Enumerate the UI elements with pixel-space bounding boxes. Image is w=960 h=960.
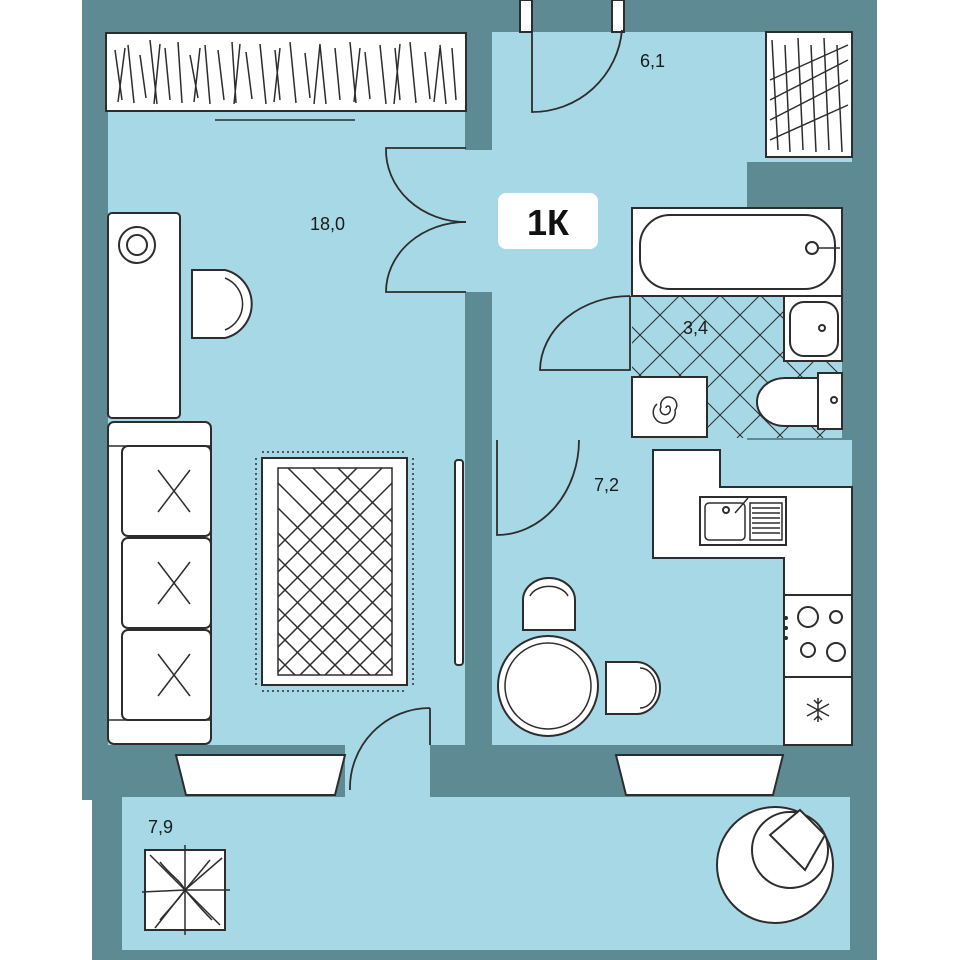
bathroom-tiles <box>632 295 842 438</box>
plant-icon <box>141 845 230 935</box>
bathtub-icon <box>631 207 843 297</box>
wardrobe-icon <box>105 32 467 121</box>
doorway-balcony <box>345 745 430 800</box>
door-icon <box>539 295 631 371</box>
armchair-icon <box>107 212 253 419</box>
washing-machine-icon <box>631 376 708 438</box>
loggia-area: 7,9 <box>148 817 173 837</box>
dining-table-icon <box>497 635 599 737</box>
door-icon <box>496 439 580 536</box>
kitchen-area: 7,2 <box>594 475 619 495</box>
door-icon <box>519 0 625 113</box>
living-room-area: 18,0 <box>310 214 345 234</box>
hallway-area: 6,1 <box>640 51 665 71</box>
tv-icon <box>454 459 464 666</box>
chair-icon <box>522 577 576 631</box>
wardrobe-icon <box>765 31 853 158</box>
doorway-living <box>465 150 492 292</box>
stove-icon <box>783 594 853 678</box>
bathroom-area: 3,4 <box>683 318 708 338</box>
rug-icon <box>255 451 414 692</box>
sink-icon <box>783 295 843 362</box>
apartment-type-text: 1К <box>527 202 570 243</box>
door-icon <box>349 147 467 791</box>
toilet-icon <box>756 372 843 430</box>
apartment-type-badge: 1К <box>498 193 598 249</box>
chair-icon <box>605 661 661 715</box>
fridge-icon <box>783 676 853 746</box>
sofa-icon <box>107 421 212 745</box>
window-icon <box>174 754 785 796</box>
armchair-icon <box>716 806 834 924</box>
